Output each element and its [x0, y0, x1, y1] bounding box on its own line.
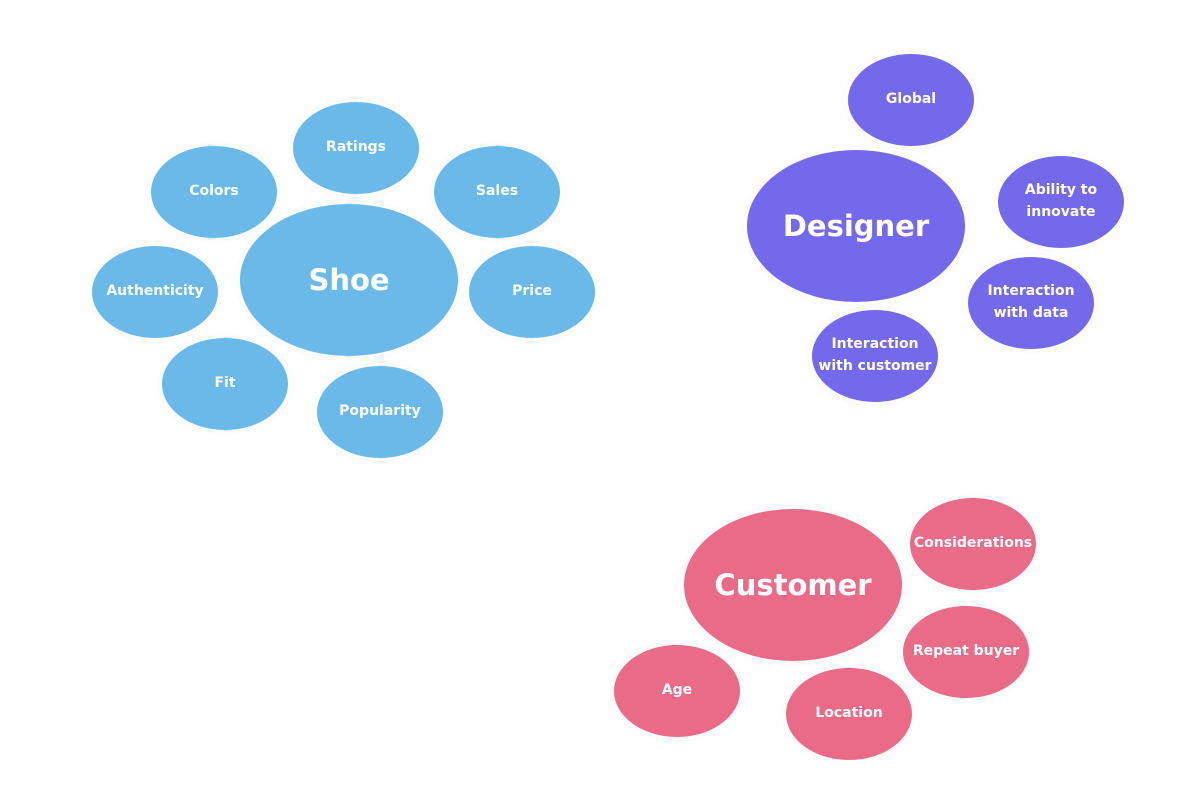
shoe-node-popularity[interactable]: Popularity [317, 366, 443, 458]
customer-center-node[interactable]: Customer [684, 509, 902, 661]
shoe-center-node[interactable]: Shoe [240, 204, 458, 356]
shoe-node-colors[interactable]: Colors [151, 146, 277, 238]
designer-node-global[interactable]: Global [848, 54, 974, 146]
designer-node-interaction-with-customer[interactable]: Interaction with customer [812, 310, 938, 402]
customer-node-repeat-buyer[interactable]: Repeat buyer [903, 606, 1029, 698]
shoe-node-fit[interactable]: Fit [162, 338, 288, 430]
customer-node-considerations[interactable]: Considerations [910, 498, 1036, 590]
customer-node-location[interactable]: Location [786, 668, 912, 760]
customer-node-age[interactable]: Age [614, 645, 740, 737]
designer-node-interaction-with-data[interactable]: Interaction with data [968, 257, 1094, 349]
shoe-node-price[interactable]: Price [469, 246, 595, 338]
designer-center-node[interactable]: Designer [747, 150, 965, 302]
shoe-node-authenticity[interactable]: Authenticity [92, 246, 218, 338]
shoe-node-ratings[interactable]: Ratings [293, 102, 419, 194]
shoe-node-sales[interactable]: Sales [434, 146, 560, 238]
designer-node-ability-to-innovate[interactable]: Ability to innovate [998, 156, 1124, 248]
